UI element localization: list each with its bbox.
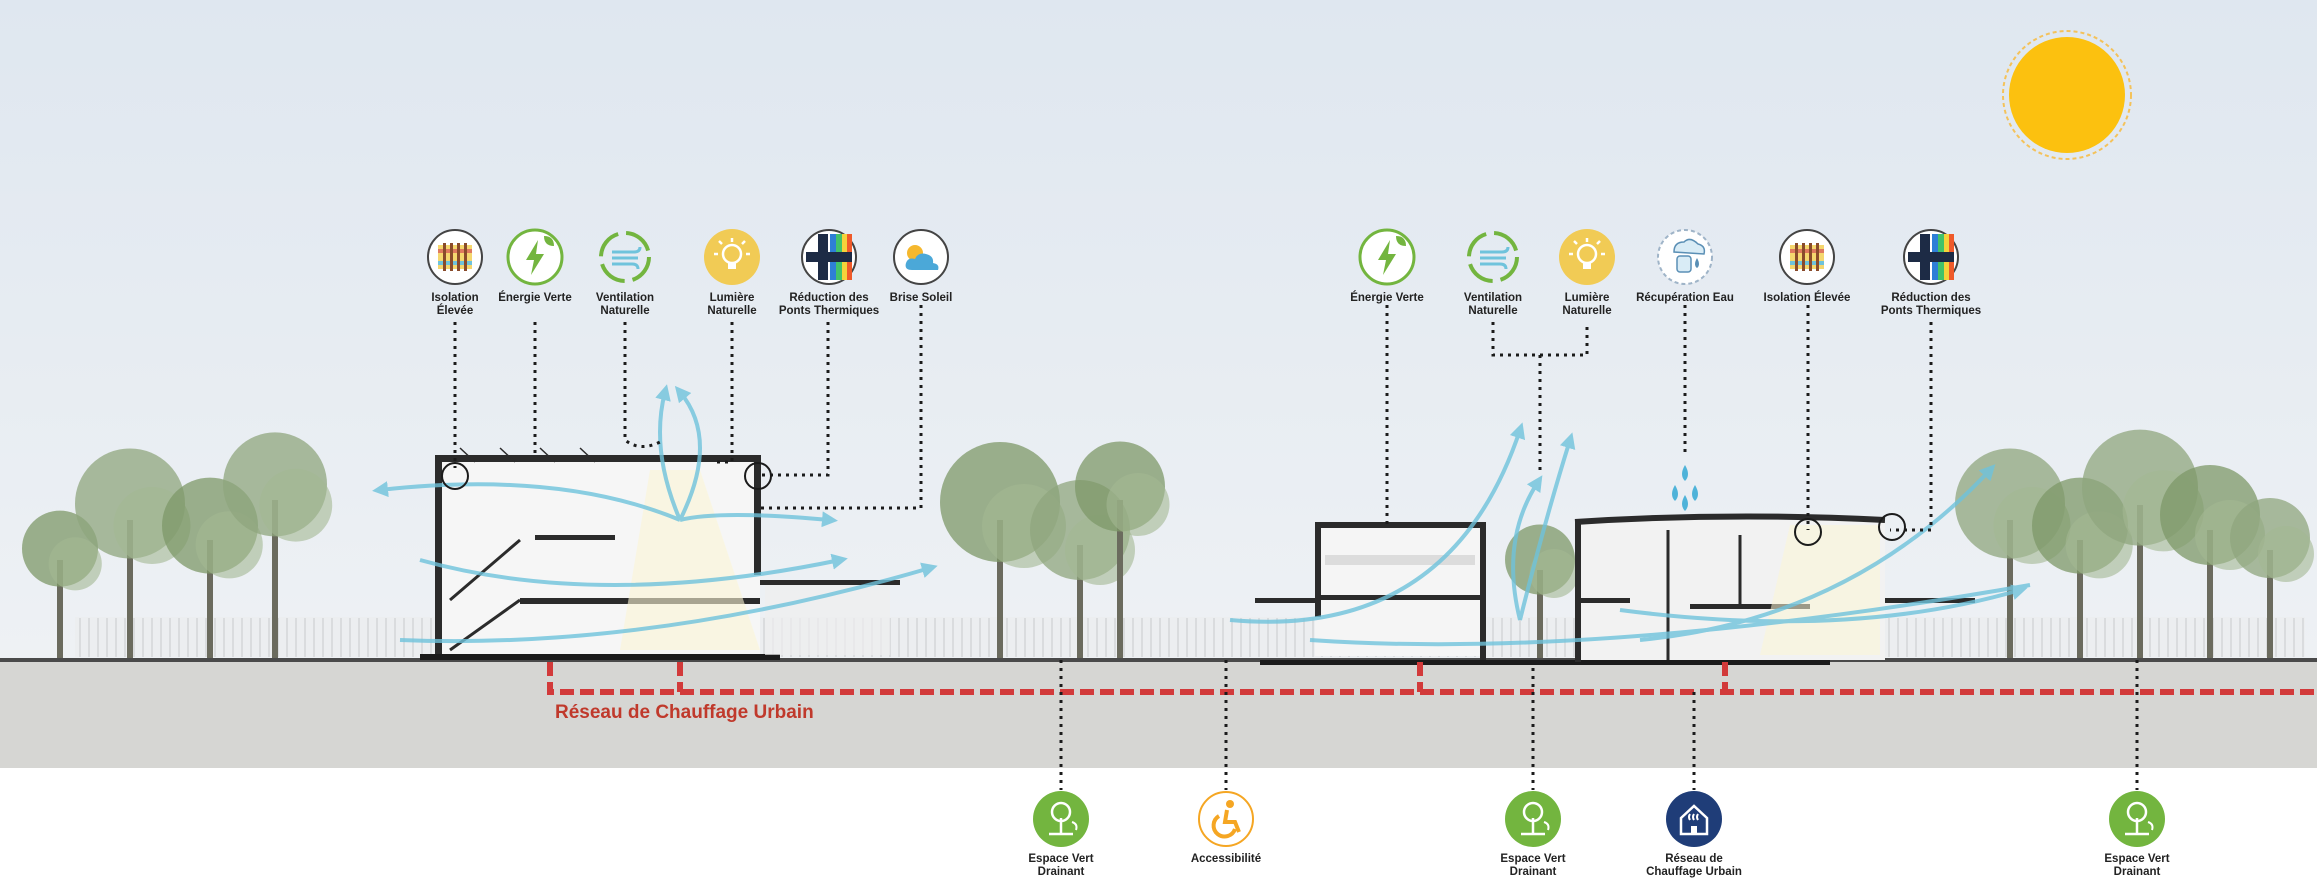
thermal-bridge-icon [1902, 228, 1960, 286]
detail-circles [441, 462, 1906, 546]
label-ventilation-right: Ventilation Naturelle [1463, 292, 1523, 317]
natural-light-icon [703, 228, 761, 286]
sun-shade-icon [892, 228, 950, 286]
tree [2230, 498, 2314, 658]
label-accessibility: Accessibilité [1190, 853, 1262, 865]
label-green-energy-left: Énergie Verte [498, 292, 572, 304]
district-heating-icon [1665, 790, 1723, 848]
insulation-icon [1778, 228, 1836, 286]
leader-lines-bottom [1059, 660, 2139, 790]
airflow [372, 384, 2031, 647]
label-insulation-right: Isolation Élevée [1763, 292, 1851, 304]
sky [0, 0, 2317, 660]
water-recovery-icon [1656, 228, 1714, 286]
natural-light-icon [1558, 228, 1616, 286]
label-water-recovery: Récupération Eau [1636, 292, 1734, 304]
green-energy-icon [1358, 228, 1416, 286]
green-energy-icon [506, 228, 564, 286]
label-green-space-3: Espace Vert Drainant [2104, 853, 2170, 878]
label-sun-shade: Brise Soleil [889, 292, 953, 304]
heating-network [547, 662, 2317, 695]
label-green-space-1: Espace Vert Drainant [1028, 853, 1094, 878]
natural-ventilation-icon [596, 228, 654, 286]
label-green-space-2: Espace Vert Drainant [1500, 853, 1566, 878]
tree-icon [1032, 790, 1090, 848]
label-district-heating: Réseau de Chauffage Urbain [1646, 853, 1742, 878]
insulation-icon [426, 228, 484, 286]
sun [2002, 30, 2132, 160]
natural-ventilation-icon [1464, 228, 1522, 286]
thermal-bridge-icon [800, 228, 858, 286]
label-thermal-bridge-left: Réduction des Ponts Thermiques [778, 292, 880, 317]
trees [22, 429, 2314, 658]
heating-network-label: Réseau de Chauffage Urbain [555, 702, 814, 723]
label-light-left: Lumière Naturelle [707, 292, 757, 317]
white-band [0, 768, 2317, 890]
label-insulation-left: Isolation Élevée [431, 292, 479, 317]
label-light-right: Lumière Naturelle [1562, 292, 1612, 317]
left-building [420, 447, 900, 660]
tree [1505, 524, 1579, 658]
tree-icon [2108, 790, 2166, 848]
tree [223, 432, 333, 658]
ground [0, 658, 2317, 768]
tree [22, 510, 102, 658]
water-drops [1672, 465, 1698, 511]
leader-lines-top [453, 305, 1933, 532]
tree [1075, 441, 1170, 658]
label-thermal-bridge-right: Réduction des Ponts Thermiques [1880, 292, 1982, 317]
fence [75, 617, 2305, 657]
tree-icon [1504, 790, 1562, 848]
label-green-energy-right: Énergie Verte [1350, 292, 1424, 304]
label-ventilation-left: Ventilation Naturelle [595, 292, 655, 317]
accessibility-icon [1197, 790, 1255, 848]
